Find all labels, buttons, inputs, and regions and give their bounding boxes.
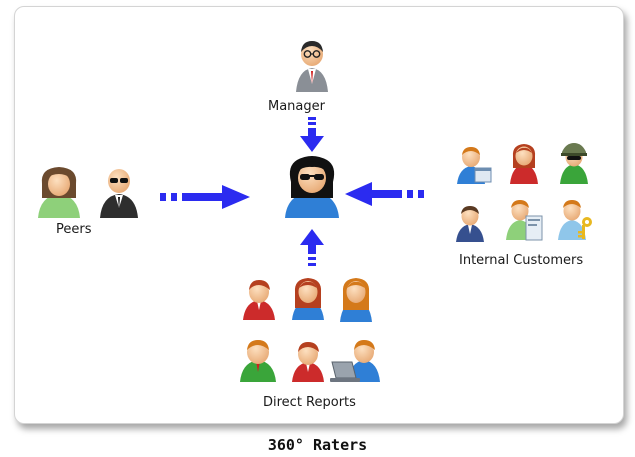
- report-man-red-icon: [243, 280, 275, 320]
- arrow-from-direct-reports: [300, 229, 324, 266]
- internal-customers-label: Internal Customers: [459, 253, 584, 268]
- direct-reports-label: Direct Reports: [263, 395, 356, 410]
- report-woman-redhead-icon: [292, 278, 324, 320]
- peer-woman-icon: [38, 167, 80, 218]
- arrow-from-internal-customers: [345, 182, 424, 206]
- customer-presenter-icon: [506, 200, 543, 241]
- manager-label: Manager: [268, 99, 325, 114]
- peer-man-sunglasses-icon: [100, 169, 138, 218]
- customer-man-calendar-icon: [457, 147, 492, 184]
- arrow-from-manager: [300, 117, 324, 152]
- report-man-green-icon: [240, 340, 276, 382]
- peers-label: Peers: [56, 222, 92, 237]
- report-man-redshirt-icon: [292, 342, 324, 382]
- report-woman-blue-icon: [340, 278, 372, 322]
- arrow-from-peers: [160, 185, 250, 209]
- customer-woman-red-icon: [510, 144, 538, 184]
- customer-military-icon: [560, 143, 588, 184]
- report-laptop-icon: [330, 340, 380, 382]
- center-person-icon: [285, 156, 339, 218]
- manager-person-icon: [296, 41, 328, 92]
- diagram-caption: 360° Raters: [267, 436, 368, 454]
- customer-key-icon: [558, 200, 592, 240]
- customer-navy-man-icon: [456, 206, 484, 242]
